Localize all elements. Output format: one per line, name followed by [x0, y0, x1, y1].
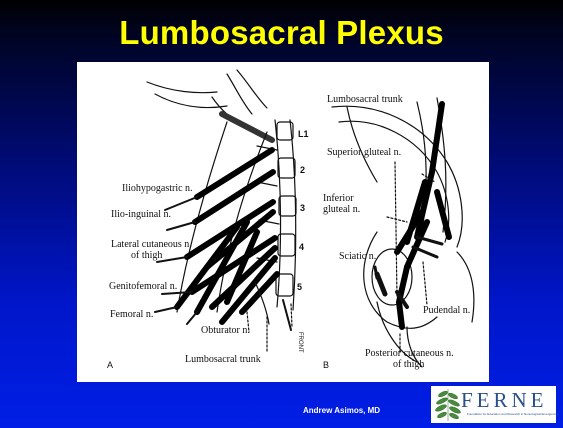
ferne-logo: FERNE Foundation for Education and Resea…	[431, 386, 556, 423]
label-posterior-cutaneous-thigh: of thigh	[393, 360, 424, 370]
label-iliohypogastric: Iliohypogastric n.	[122, 184, 193, 194]
anatomy-illustration: FRONT	[77, 62, 489, 382]
logo-wordmark: FERNE	[461, 388, 548, 413]
anatomy-figure: FRONT Iliohypogastric n. Ilio-inguinal n…	[77, 62, 489, 382]
label-lumbosacral-trunk-a: Lumbosacral trunk	[185, 355, 261, 365]
label-ilioinguinal: Ilio-inguinal n.	[111, 210, 171, 220]
label-pudendal: Pudendal n.	[423, 306, 470, 316]
vertebra-5: 5	[297, 282, 302, 292]
label-inferior: Inferior	[323, 194, 354, 204]
logo-subtitle: Foundation for Education and Research in…	[467, 412, 559, 416]
label-lateral-cutaneous: Lateral cutaneous n.	[111, 240, 192, 250]
vertebra-4: 4	[299, 242, 304, 252]
slide-title: Lumbosacral Plexus	[0, 14, 563, 52]
label-posterior-cutaneous: Posterior cutaneous n.	[365, 349, 454, 359]
label-gluteal: gluteal n.	[323, 205, 360, 215]
label-sciatic: Sciatic n.	[339, 252, 376, 262]
vertebra-3: 3	[300, 203, 305, 213]
svg-text:FRONT: FRONT	[297, 332, 303, 353]
fern-leaf-icon	[433, 386, 463, 423]
label-femoral: Femoral n.	[110, 310, 153, 320]
author-credit: Andrew Asimos, MD	[303, 406, 380, 415]
panel-a-letter: A	[107, 360, 113, 370]
panel-b-letter: B	[323, 360, 329, 370]
vertebra-2: 2	[300, 165, 305, 175]
vertebra-l1: L1	[298, 129, 309, 139]
label-genitofemoral: Genitofemoral n.	[109, 282, 177, 292]
label-lateral-cutaneous-thigh: of thigh	[131, 251, 162, 261]
label-lumbosacral-trunk-b: Lumbosacral trunk	[327, 95, 403, 105]
label-obturator: Obturator n.	[201, 326, 250, 336]
label-superior-gluteal: Superior gluteal n.	[327, 148, 401, 158]
